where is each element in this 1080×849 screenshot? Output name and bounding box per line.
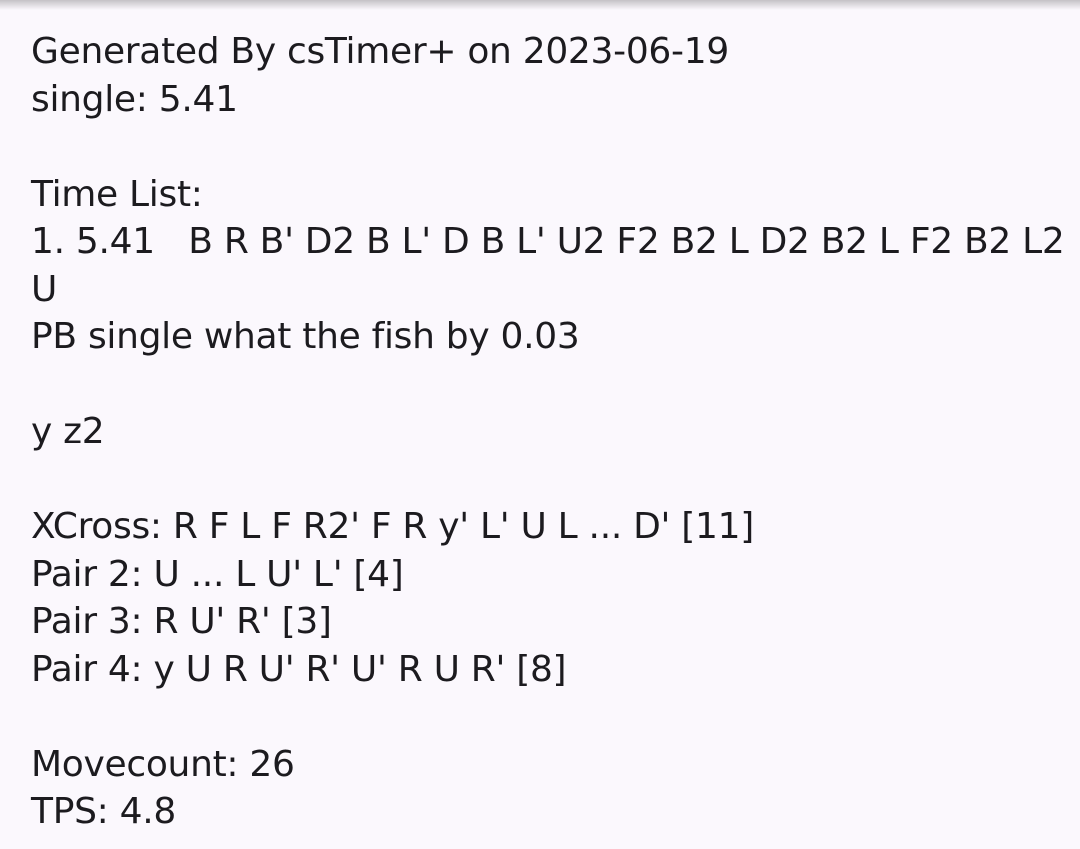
app-bar-shadow	[0, 0, 1080, 10]
spacer	[31, 693, 1051, 741]
tps-line: TPS: 4.8	[31, 791, 176, 832]
time-list-entry: 1. 5.41 B R B' D2 B L' D B L' U2 F2 B2 L…	[31, 221, 1065, 262]
step-pair-3: Pair 3: R U' R' [3]	[31, 601, 332, 642]
time-list-entry-wrap: U	[31, 268, 58, 310]
solve-comment: PB single what the fish by 0.03	[31, 316, 580, 357]
solve-details-text[interactable]: Generated By csTimer+ on 2023-06-19 sing…	[31, 28, 1065, 836]
single-time-line: single: 5.41	[31, 78, 238, 120]
movecount-line: Movecount: 26	[31, 743, 295, 785]
inspection-rotation: y z2	[31, 411, 105, 452]
step-pair-4: Pair 4: y U R U' R' U' R U R' [8]	[31, 648, 567, 690]
step-xcross: XCross: R F L F R2' F R y' L' U L ... D'…	[31, 506, 754, 547]
generated-by-line: Generated By csTimer+ on 2023-06-19	[31, 31, 729, 72]
step-pair-2: Pair 2: U ... L U' L' [4]	[31, 553, 404, 595]
spacer	[31, 456, 1051, 504]
spacer	[31, 123, 1051, 171]
time-list-label: Time List:	[31, 173, 203, 215]
spacer	[31, 361, 1051, 409]
